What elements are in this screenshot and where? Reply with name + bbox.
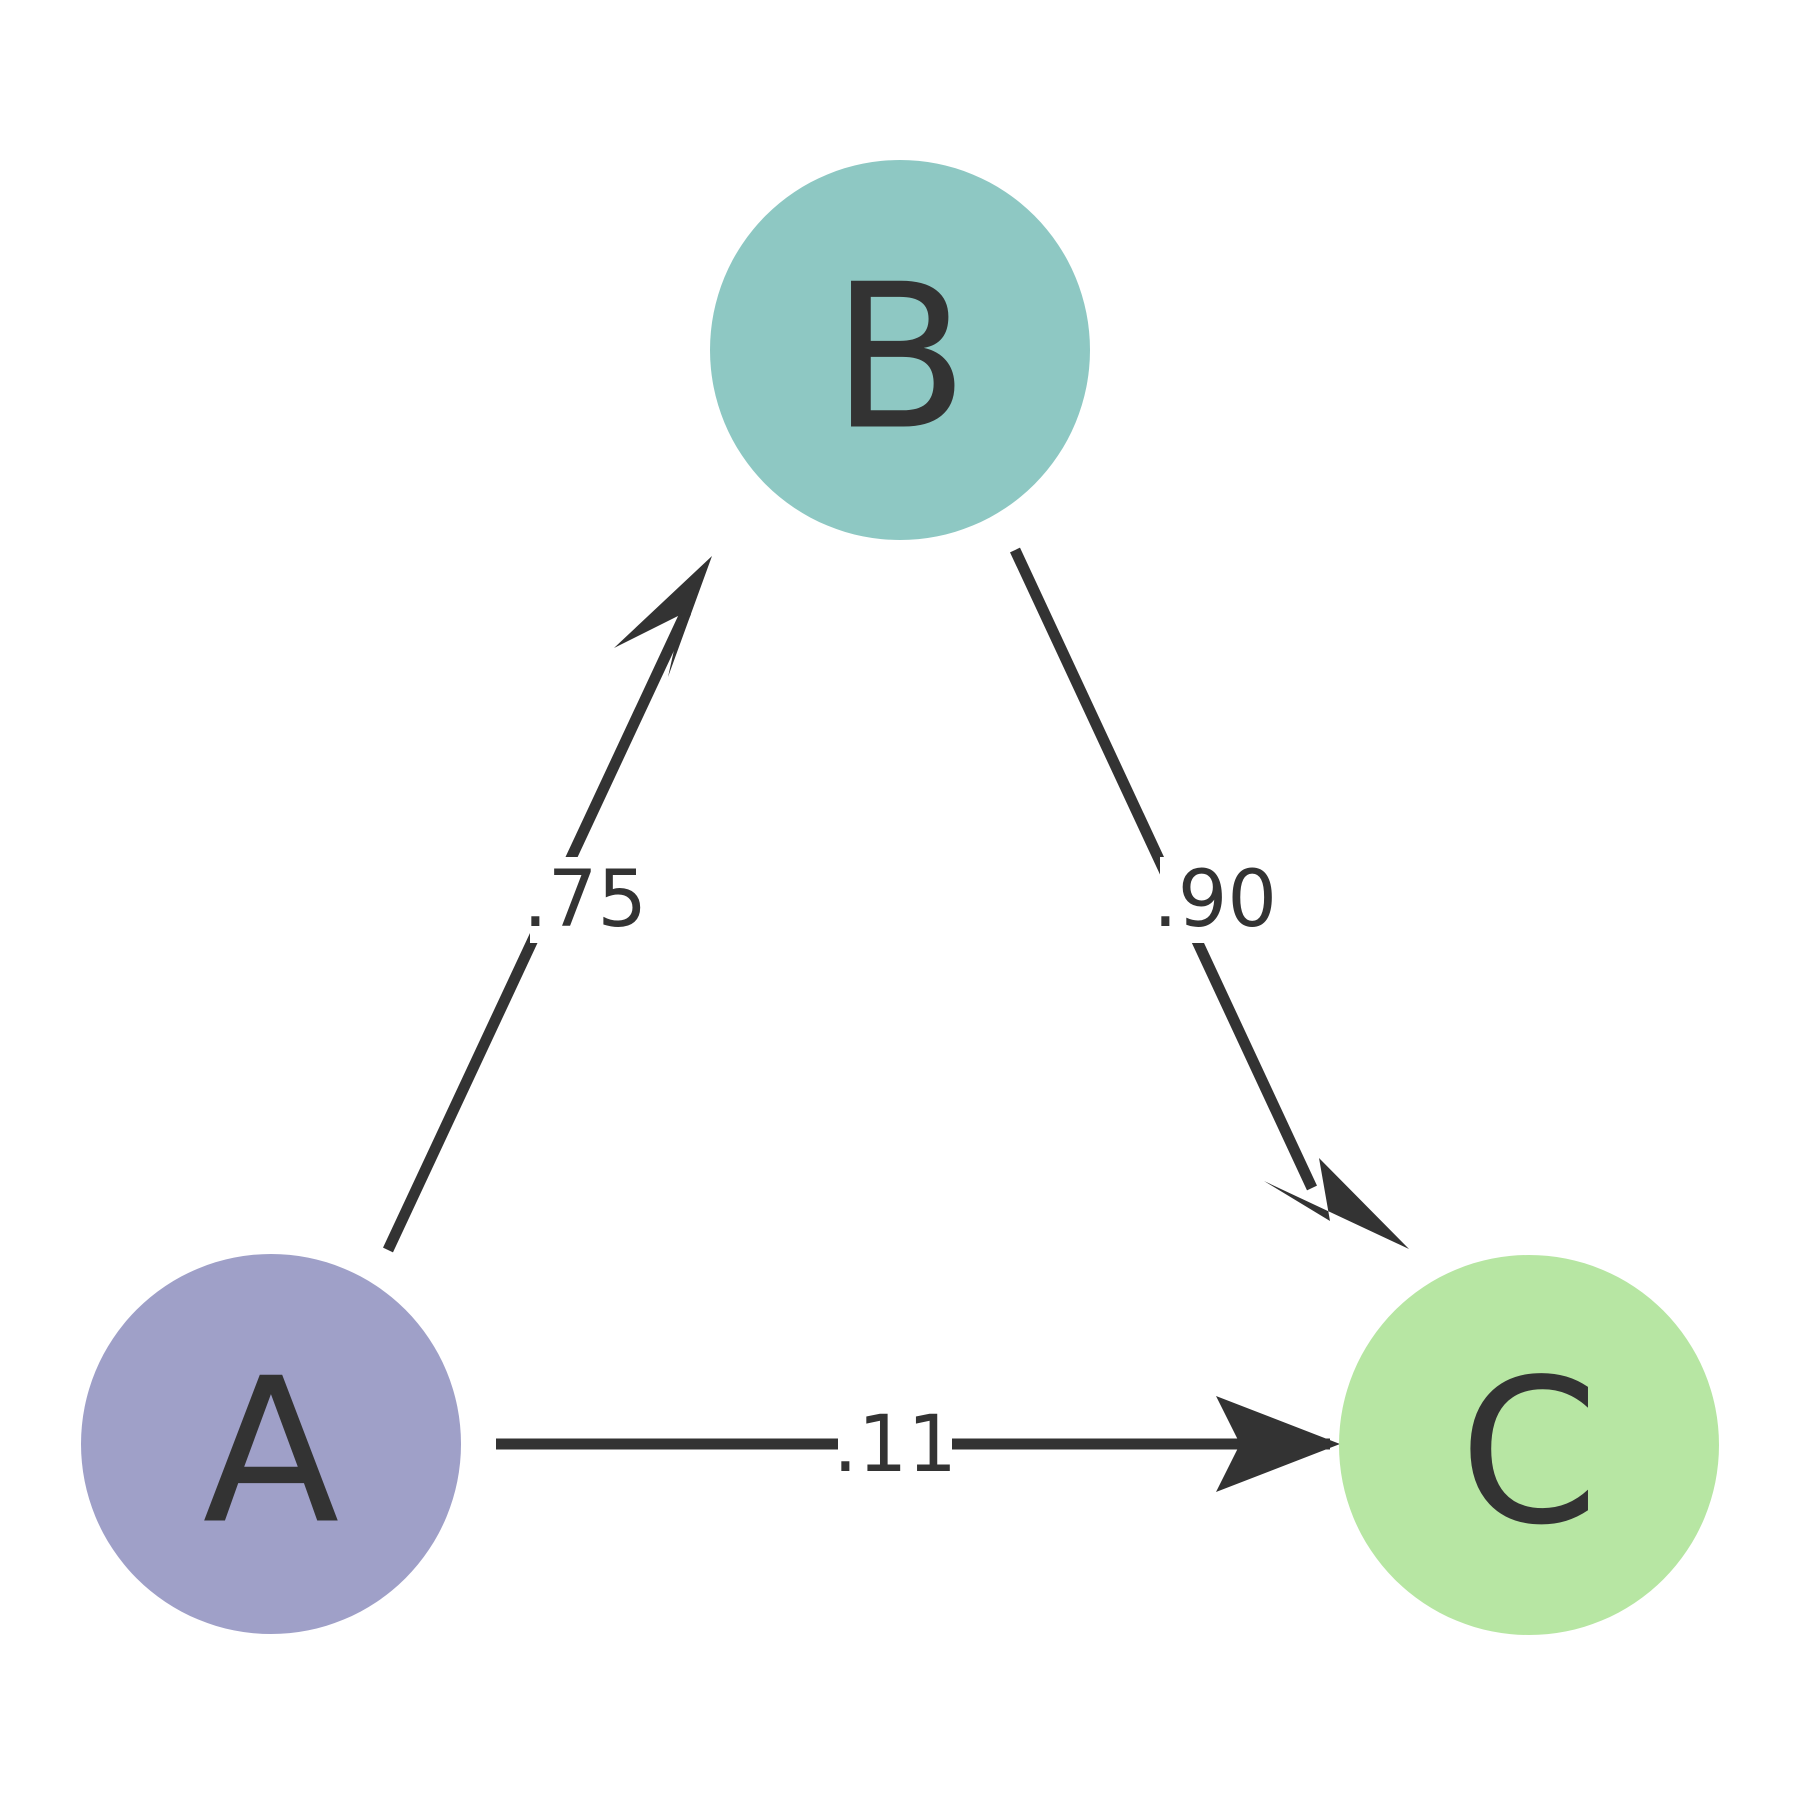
edge-a-to-c-arrowhead: [1216, 1396, 1340, 1492]
edge-b-to-c[interactable]: .90: [1010, 547, 1409, 1249]
edge-b-to-c-weight-label: .90: [1153, 855, 1277, 945]
edge-a-to-b[interactable]: .75: [383, 556, 712, 1253]
node-b-circle: [710, 160, 1090, 540]
node-c-label: C: [1459, 1337, 1599, 1570]
node-c-circle: [1339, 1255, 1719, 1635]
node-c[interactable]: C: [1339, 1255, 1719, 1635]
node-b[interactable]: B: [710, 160, 1090, 540]
edge-b-to-c-arrowhead: [1264, 1158, 1409, 1249]
edge-a-to-c-weight-label: .11: [833, 1400, 957, 1490]
node-a-circle: [81, 1254, 461, 1634]
edge-a-to-b-arrowhead: [614, 556, 712, 677]
node-b-label: B: [831, 242, 968, 475]
edge-a-to-b-weight-label: .75: [523, 855, 647, 945]
edge-a-to-c[interactable]: .11: [496, 1396, 1340, 1492]
edge-b-to-c-label-halo: [1160, 857, 1272, 943]
node-a-label: A: [203, 1336, 340, 1569]
node-a[interactable]: A: [81, 1254, 461, 1634]
edge-a-to-b-label-halo: [530, 857, 642, 943]
edge-a-to-c-label-halo: [838, 1400, 952, 1490]
